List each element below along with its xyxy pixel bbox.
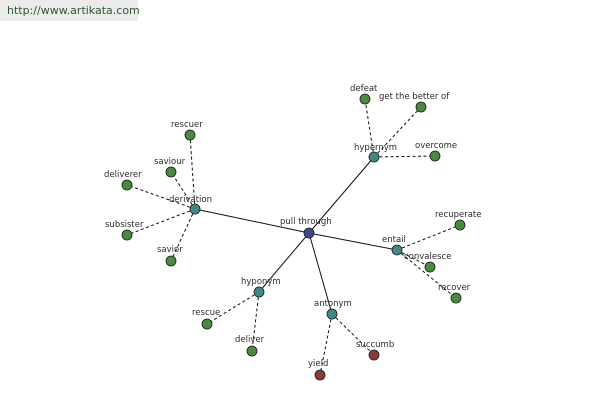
edge-rescuer <box>189 134 196 210</box>
center-node[interactable] <box>303 227 315 239</box>
label-recuperate: recuperate <box>435 210 482 220</box>
source-link[interactable]: http://www.artikata.com <box>0 0 140 21</box>
label-entail: entail <box>382 235 406 245</box>
node-succumb[interactable] <box>368 349 380 361</box>
label-overcome: overcome <box>415 141 457 151</box>
label-subsister: subsister <box>105 220 144 230</box>
label-deliver: deliver <box>235 335 265 345</box>
node-derivation[interactable] <box>189 203 201 215</box>
edge-succumb <box>331 313 375 356</box>
edge-hyponym <box>258 232 310 293</box>
edge-antonym <box>308 232 333 315</box>
edge-deliverer <box>126 184 196 210</box>
node-savior[interactable] <box>165 255 177 267</box>
label-get-the-better-of: get the better of <box>379 92 450 102</box>
label-rescue: rescue <box>192 308 220 318</box>
edge-hypernym <box>308 156 375 234</box>
node-saviour[interactable] <box>165 166 177 178</box>
edge-recuperate <box>396 224 461 251</box>
relation-edges <box>194 156 398 315</box>
edge-savior <box>170 208 196 262</box>
node-convalesce[interactable] <box>424 261 436 273</box>
label-recover: recover <box>438 283 471 293</box>
node-antonym[interactable] <box>326 308 338 320</box>
label-convalesce: convalesce <box>404 252 451 262</box>
node-subsister[interactable] <box>121 229 133 241</box>
edge-recover <box>396 249 457 299</box>
label-yield: yield <box>308 359 328 369</box>
node-deliverer[interactable] <box>121 179 133 191</box>
label-savior: savior <box>157 245 183 255</box>
label-antonym: antonym <box>314 299 352 309</box>
edge-convalesce <box>396 249 431 268</box>
edge-rescue <box>206 291 260 325</box>
node-rescuer[interactable] <box>184 129 196 141</box>
edge-entail <box>308 232 398 251</box>
label-saviour: saviour <box>154 157 186 167</box>
node-rescue[interactable] <box>201 318 213 330</box>
node-entail[interactable] <box>391 244 403 256</box>
label-defeat: defeat <box>350 84 378 94</box>
edge-subsister <box>126 208 196 236</box>
center-label: pull through <box>280 217 332 227</box>
node-yield[interactable] <box>314 369 326 381</box>
node-overcome[interactable] <box>429 150 441 162</box>
label-deliverer: deliverer <box>104 170 142 180</box>
word-edges <box>126 98 461 376</box>
label-derivation: derivation <box>169 195 212 205</box>
node-hypernym[interactable] <box>368 151 380 163</box>
nodes <box>121 93 466 381</box>
edge-saviour <box>170 171 196 210</box>
node-recover[interactable] <box>450 292 462 304</box>
edge-get-the-better-of <box>373 106 422 158</box>
edge-derivation <box>194 208 310 234</box>
edge-deliver <box>251 291 260 352</box>
labels: pull through derivation hypernym entail … <box>104 84 482 369</box>
label-hypernym: hypernym <box>354 143 397 153</box>
edge-overcome <box>373 155 436 158</box>
label-hyponym: hyponym <box>241 277 281 287</box>
node-recuperate[interactable] <box>454 219 466 231</box>
node-hyponym[interactable] <box>253 286 265 298</box>
node-defeat[interactable] <box>359 93 371 105</box>
edge-defeat <box>364 98 375 158</box>
edge-yield <box>319 313 333 376</box>
label-rescuer: rescuer <box>171 120 203 130</box>
node-get-the-better-of[interactable] <box>415 101 427 113</box>
node-deliver[interactable] <box>246 345 258 357</box>
label-succumb: succumb <box>356 340 394 350</box>
